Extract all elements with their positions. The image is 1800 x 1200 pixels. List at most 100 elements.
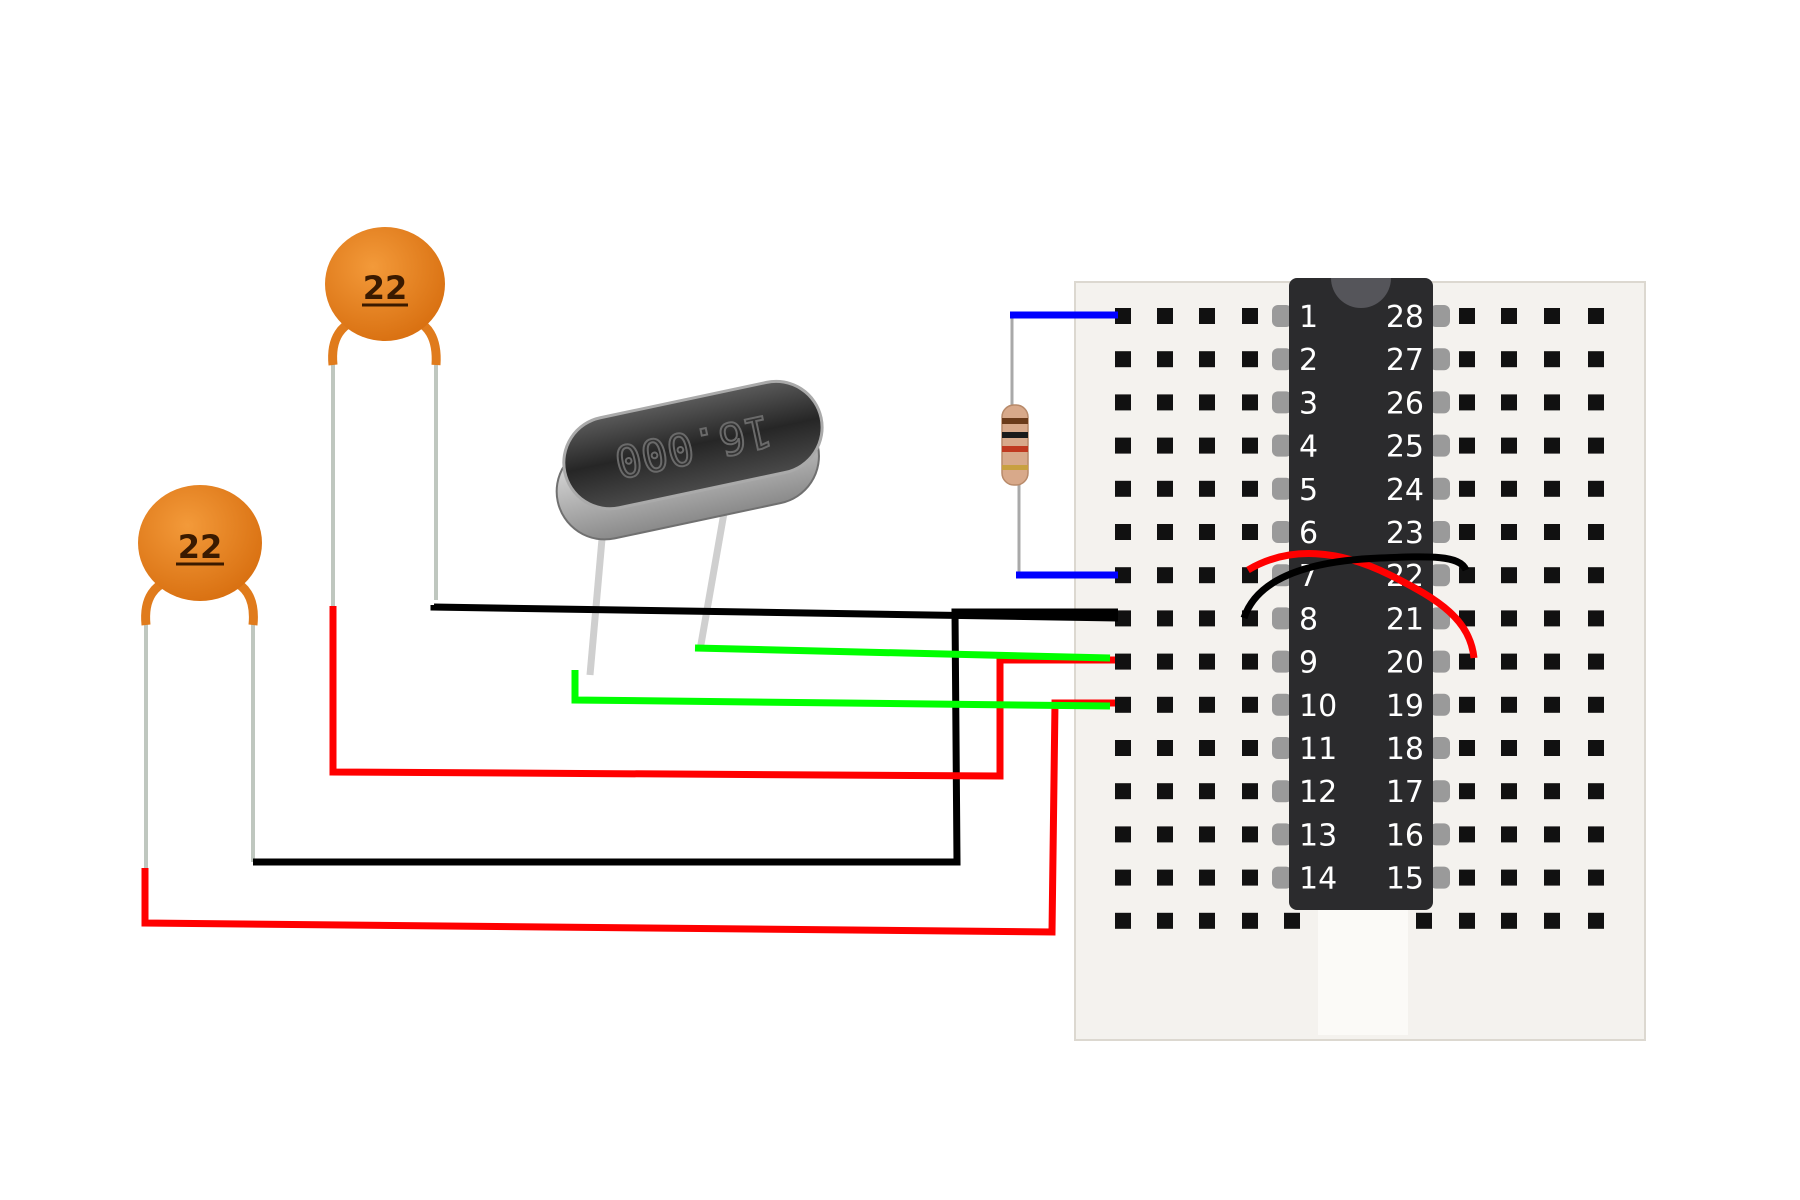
- chip-pin-label-right: 26: [1386, 386, 1424, 421]
- breadboard-hole: [1115, 437, 1131, 454]
- breadboard-hole: [1115, 912, 1131, 929]
- chip-body: [1289, 278, 1433, 910]
- chip-leg-left: [1272, 521, 1292, 543]
- resistor: [1001, 318, 1029, 575]
- breadboard-hole: [1199, 394, 1215, 411]
- capacitor-upper-body: [325, 227, 445, 341]
- breadboard-hole: [1459, 308, 1475, 324]
- breadboard-hole: [1501, 351, 1517, 368]
- breadboard-hole: [1501, 740, 1517, 756]
- breadboard-hole: [1501, 524, 1517, 540]
- breadboard-hole: [1588, 308, 1604, 324]
- chip-leg-right: [1430, 693, 1450, 716]
- chip-pin-label-left: 8: [1299, 602, 1318, 637]
- wire-black-lower-cap: [253, 608, 1118, 866]
- chip-pin-label-right: 28: [1386, 300, 1424, 335]
- breadboard-hole: [1242, 524, 1258, 540]
- breadboard-hole: [1544, 783, 1560, 800]
- breadboard-hole: [1544, 351, 1560, 368]
- breadboard-hole: [1459, 351, 1475, 368]
- wire-red-chip-jumper: [1246, 550, 1478, 659]
- breadboard-hole: [1544, 826, 1560, 843]
- breadboard-hole: [1544, 653, 1560, 670]
- breadboard-hole: [1157, 869, 1173, 886]
- breadboard-hole: [1115, 567, 1131, 584]
- chip-leg-right: [1430, 866, 1450, 889]
- breadboard-hole: [1544, 567, 1560, 584]
- chip-leg-right: [1430, 650, 1450, 673]
- capacitor-lower-label: 22: [178, 528, 223, 566]
- breadboard-hole: [1242, 394, 1258, 411]
- chip-pin-label-left: 9: [1299, 646, 1318, 681]
- breadboard-hole: [1588, 524, 1604, 540]
- breadboard-hole: [1242, 912, 1258, 929]
- breadboard-hole: [1115, 740, 1131, 756]
- breadboard-hole: [1199, 696, 1215, 713]
- chip-leg-right: [1430, 391, 1450, 414]
- breadboard-hole: [1501, 437, 1517, 454]
- breadboard-hole: [1157, 394, 1173, 411]
- breadboard-hole: [1544, 524, 1560, 540]
- chip-pin-label-left: 3: [1299, 386, 1318, 421]
- breadboard-hole: [1588, 783, 1604, 800]
- chip-leg-left: [1272, 693, 1292, 716]
- breadboard-hole: [1199, 826, 1215, 843]
- breadboard-hole: [1199, 480, 1215, 497]
- chip-leg-left: [1272, 823, 1292, 846]
- breadboard-hole: [1459, 740, 1475, 756]
- breadboard-hole: [1459, 826, 1475, 843]
- chip-leg-left: [1272, 477, 1292, 500]
- breadboard-hole: [1199, 567, 1215, 584]
- breadboard-hole: [1242, 740, 1258, 756]
- capacitor-upper: 22: [325, 227, 445, 610]
- chip-pin-label-right: 24: [1386, 473, 1424, 508]
- breadboard-hole: [1459, 696, 1475, 713]
- chip-pin-label-left: 5: [1299, 473, 1318, 508]
- breadboard-hole: [1199, 308, 1215, 324]
- breadboard-hole: [1459, 394, 1475, 411]
- breadboard-hole: [1157, 696, 1173, 713]
- breadboard-hole: [1501, 783, 1517, 800]
- breadboard-hole: [1157, 826, 1173, 843]
- breadboard-hole: [1115, 869, 1131, 886]
- breadboard-hole: [1115, 524, 1131, 540]
- breadboard-hole: [1588, 567, 1604, 584]
- chip-pin-label-right: 16: [1386, 818, 1424, 853]
- chip-pin-label-left: 2: [1299, 343, 1318, 378]
- chip-leg-left: [1272, 650, 1292, 673]
- breadboard-hole: [1459, 783, 1475, 800]
- breadboard-hole: [1242, 653, 1258, 670]
- chip-leg-right: [1430, 780, 1450, 803]
- breadboard-hole: [1588, 351, 1604, 368]
- breadboard-hole: [1242, 308, 1258, 324]
- chip-leg-right: [1430, 434, 1450, 457]
- breadboard-hole: [1242, 869, 1258, 886]
- chip-pin-label-right: 15: [1386, 862, 1424, 897]
- chip-pin-label-right: 20: [1386, 646, 1424, 681]
- breadboard-hole: [1459, 437, 1475, 454]
- breadboard-hole: [1544, 480, 1560, 497]
- breadboard-hole: [1588, 394, 1604, 411]
- chip-pin-label-right: 27: [1386, 343, 1424, 378]
- wire-green-crystal-right: [694, 644, 1111, 662]
- breadboard-hole: [1544, 308, 1560, 324]
- chip-pin-label-left: 1: [1299, 300, 1318, 335]
- breadboard-hole: [1284, 912, 1300, 929]
- breadboard-hole: [1199, 437, 1215, 454]
- breadboard-hole: [1115, 610, 1131, 627]
- chip-pin-label-left: 12: [1299, 775, 1337, 810]
- breadboard-hole: [1501, 826, 1517, 843]
- wires: [141, 311, 1478, 936]
- breadboard-hole: [1544, 696, 1560, 713]
- breadboard-hole: [1459, 912, 1475, 929]
- breadboard-hole: [1544, 869, 1560, 886]
- breadboard-hole: [1115, 394, 1131, 411]
- breadboard-hole: [1157, 567, 1173, 584]
- chip-leg-left: [1272, 607, 1292, 630]
- breadboard-hole: [1157, 351, 1173, 368]
- breadboard-hole: [1459, 480, 1475, 497]
- chip-leg-right: [1430, 737, 1450, 759]
- chip-leg-right: [1430, 477, 1450, 500]
- breadboard-hole: [1588, 696, 1604, 713]
